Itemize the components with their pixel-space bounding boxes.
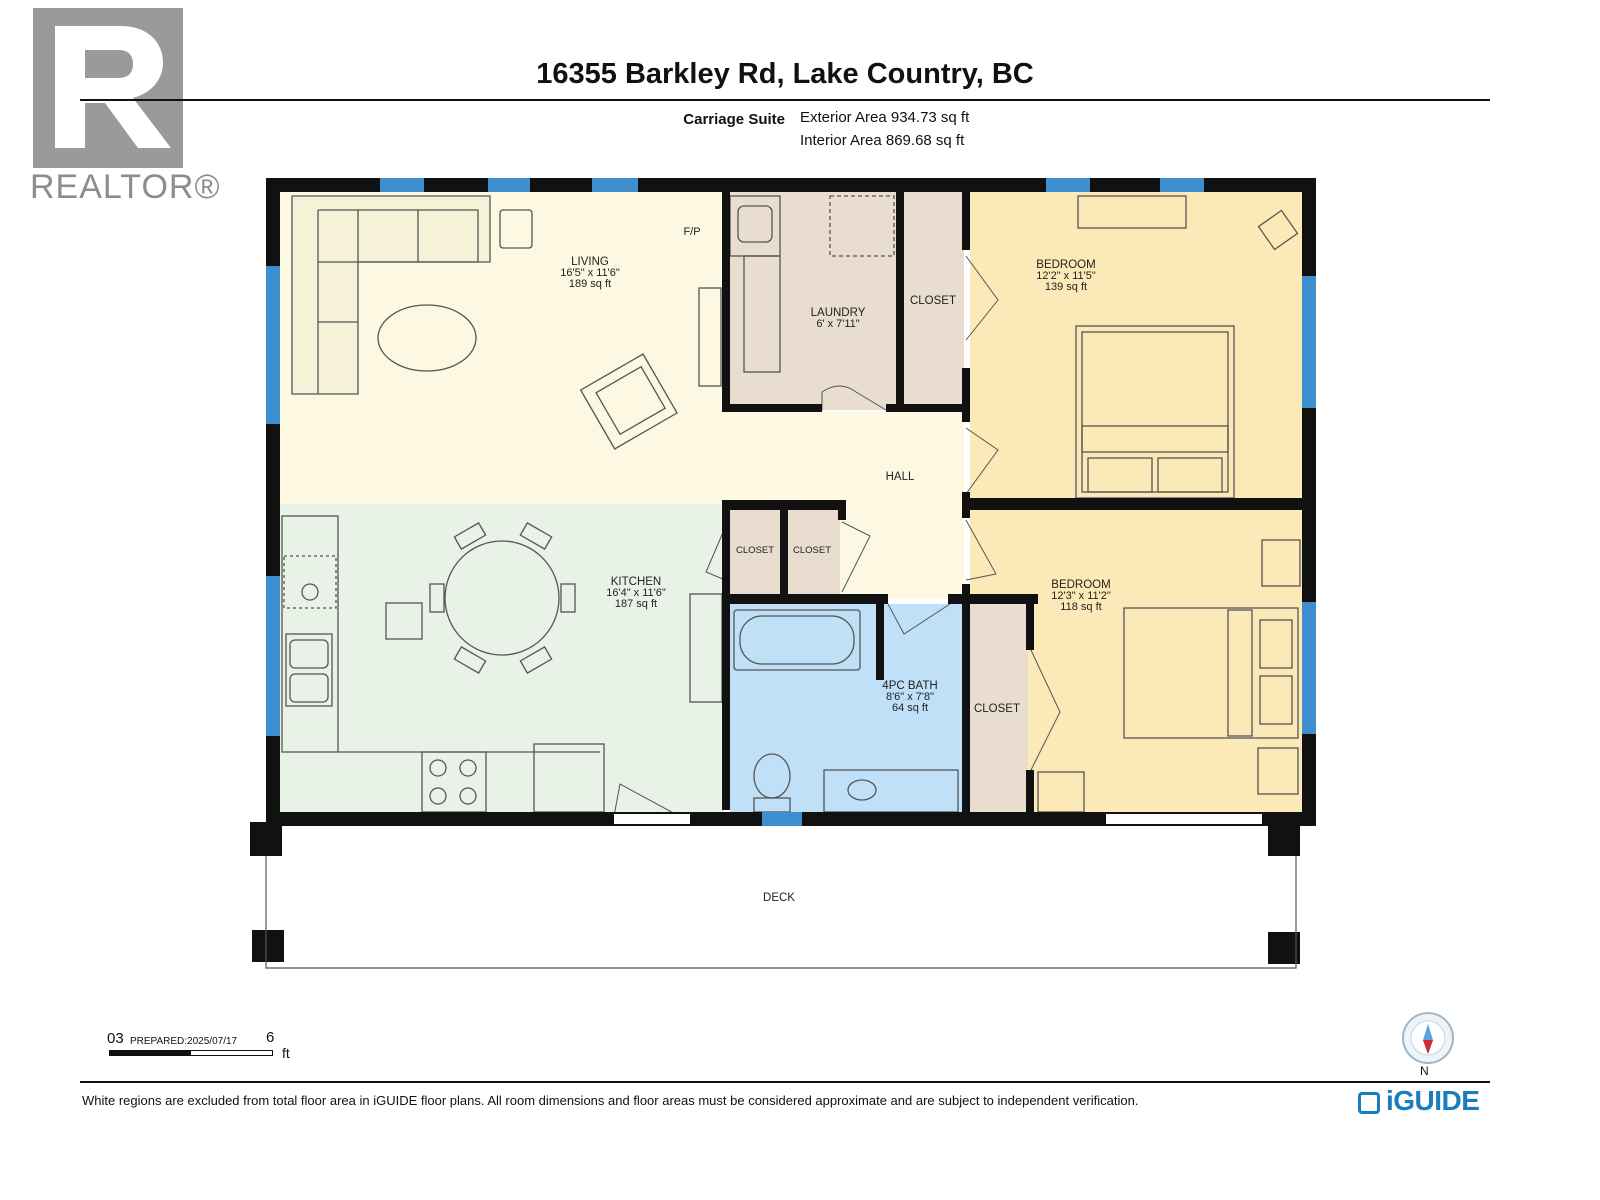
bed-1-pillow-right <box>1157 457 1223 493</box>
scale-six: 6 <box>266 1029 275 1046</box>
bed-2-pillow-1 <box>1259 619 1293 669</box>
disclaimer-text: White regions are excluded from total fl… <box>82 1093 1139 1108</box>
laundry-area <box>730 192 898 410</box>
living-dims: 16'5" x 11'6" <box>560 267 620 279</box>
burner-2 <box>459 759 477 777</box>
property-address: 16355 Barkley Rd, Lake Country, BC <box>536 58 1034 90</box>
realtor-logo <box>33 8 183 168</box>
bath-area: 64 sq ft <box>892 702 928 714</box>
laundry-dims: 6' x 7'11" <box>816 318 859 330</box>
kitchen-area: 187 sq ft <box>615 598 657 610</box>
bath-dims: 8'6" x 7'8" <box>886 691 934 703</box>
footer-divider <box>80 1081 1490 1083</box>
iguide-logo-icon <box>1358 1092 1380 1114</box>
bed-1-mattress <box>1081 331 1229 493</box>
nightstand-2 <box>1261 539 1301 587</box>
door-openings <box>614 814 1262 824</box>
closet-small-2-area <box>788 510 840 598</box>
closet-small-2-label: CLOSET <box>793 545 831 556</box>
hall-label: HALL <box>886 471 915 483</box>
kitchen-counter-left <box>281 515 339 753</box>
sofa-cushions <box>317 209 479 394</box>
title-divider <box>80 99 1490 101</box>
laundry-basin <box>737 205 773 243</box>
dining-chair-5 <box>453 646 487 674</box>
scale-zero-label: 0 <box>107 1030 116 1047</box>
kitchen-label: KITCHEN <box>611 576 661 588</box>
scale-unit: ft <box>282 1045 290 1061</box>
kitchen-dims: 16'4" x 11'6" <box>606 587 666 599</box>
armchair <box>579 353 678 450</box>
sink-basin-1 <box>289 639 329 669</box>
dishwasher <box>283 555 337 609</box>
kitchen-sink <box>285 633 333 707</box>
bedroom-2-dims: 12'3" x 11'2" <box>1051 590 1111 602</box>
dining-chair-6 <box>519 646 553 674</box>
deck-outline <box>265 856 1297 969</box>
side-table <box>499 209 533 249</box>
burner-1 <box>429 759 447 777</box>
dining-chair-3 <box>560 583 576 613</box>
bed-2-headband <box>1227 609 1253 737</box>
windows <box>266 178 1316 826</box>
compass-icon <box>1400 1010 1456 1066</box>
closet-small-1-label: CLOSET <box>736 545 774 556</box>
dining-table <box>444 540 560 656</box>
laundry-counter <box>743 255 781 373</box>
bathtub-basin <box>739 615 855 665</box>
bath-area <box>730 604 964 816</box>
bath-label: 4PC BATH <box>882 680 937 692</box>
interior-area: Interior Area 869.68 sq ft <box>800 132 965 149</box>
closet-small-1-area <box>730 510 782 598</box>
closet-top-area <box>904 192 964 410</box>
bedroom-2-label: BEDROOM <box>1051 579 1110 591</box>
living-label: LIVING <box>571 256 609 268</box>
bedroom-1-label: BEDROOM <box>1036 259 1095 271</box>
scale-prepared-date: PREPARED:2025/07/17 <box>130 1036 238 1047</box>
scale-three-label: 3 <box>115 1030 124 1047</box>
bedroom-1-area <box>970 192 1306 502</box>
dining-chair-1 <box>453 522 487 550</box>
fireplace-label: F/P <box>683 226 700 238</box>
closet-top-label: CLOSET <box>910 295 956 307</box>
kitchen-area <box>280 504 724 816</box>
dining-chair-4 <box>429 583 445 613</box>
burner-3 <box>429 787 447 805</box>
nightstand-3 <box>1257 747 1299 795</box>
bed-2-pillow-2 <box>1259 675 1293 725</box>
exterior-area: Exterior Area 934.73 sq ft <box>800 109 970 126</box>
dresser-1 <box>1077 195 1187 229</box>
bed-2 <box>1123 607 1299 739</box>
realtor-r-icon <box>33 8 183 168</box>
scale-zero: 03 <box>107 1030 124 1047</box>
realtor-wordmark: REALTOR® <box>30 168 221 206</box>
bed-1-pillow-left <box>1087 457 1153 493</box>
living-area: 189 sq ft <box>569 278 611 290</box>
furniture <box>281 195 1301 813</box>
dining-chair-2 <box>519 522 553 550</box>
tv-console <box>698 287 722 387</box>
bedroom-1-dims: 12'2" x 11'5" <box>1036 270 1096 282</box>
bedroom-2-area: 118 sq ft <box>1060 601 1101 613</box>
dining-stool <box>385 602 423 640</box>
compass-north-label: N <box>1420 1064 1429 1078</box>
bathtub <box>733 609 861 671</box>
water-heater <box>829 195 895 257</box>
dishwasher-dial <box>301 583 319 601</box>
nightstand-1 <box>1257 209 1299 251</box>
coffee-table <box>377 304 477 372</box>
bedroom-1-area: 139 sq ft <box>1045 281 1087 293</box>
burner-4 <box>459 787 477 805</box>
sink-basin-2 <box>289 673 329 703</box>
bath-sink <box>847 779 877 801</box>
closet-right-label: CLOSET <box>974 703 1020 715</box>
laundry-label: LAUNDRY <box>811 307 866 319</box>
suite-name: Carriage Suite <box>683 111 785 128</box>
closet-right-area <box>970 604 1028 816</box>
iguide-wordmark: iGUIDE <box>1386 1085 1480 1116</box>
deck-label: DECK <box>763 892 795 904</box>
bed-1-pillow-band <box>1081 425 1229 453</box>
scale-bar <box>109 1050 273 1056</box>
